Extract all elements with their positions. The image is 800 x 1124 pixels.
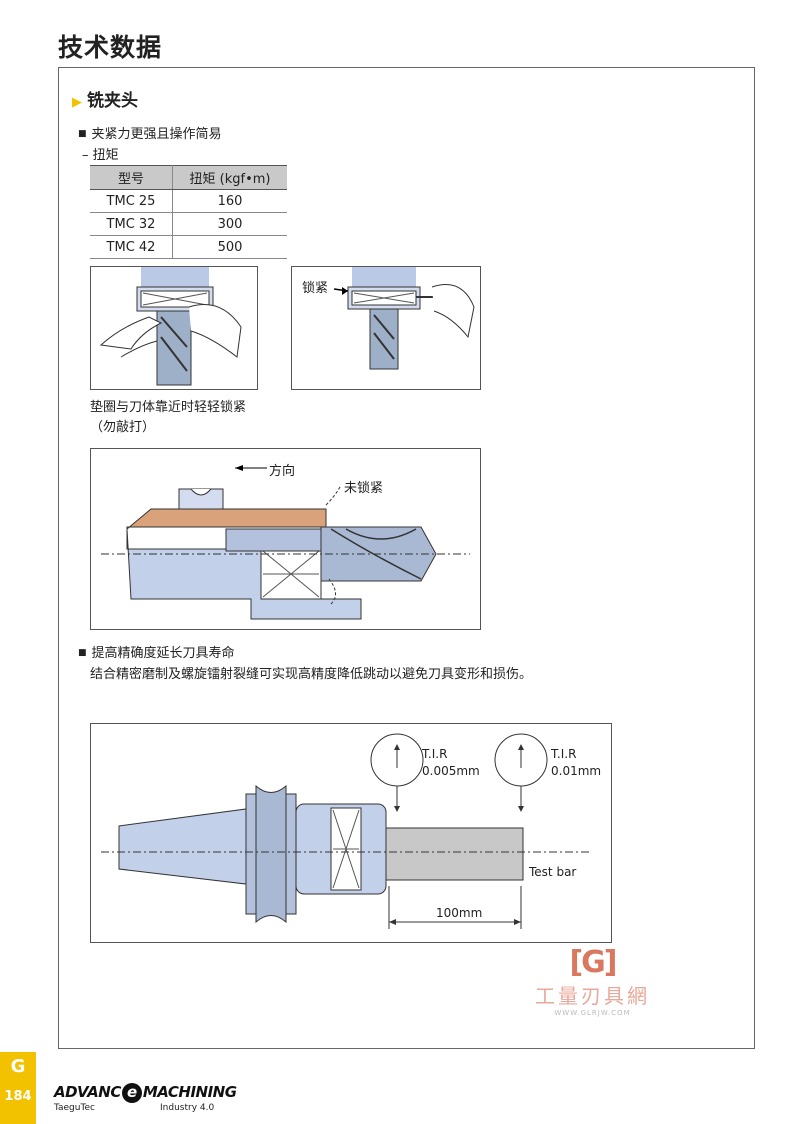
cross-section-illustration — [101, 465, 470, 620]
table-cell: 300 — [172, 212, 287, 236]
lock-label: 锁紧 — [302, 281, 329, 296]
dimension-label: 100mm — [436, 906, 483, 920]
not-locked-label: 未锁紧 — [344, 481, 384, 496]
tir-value-2: 0.01mm — [551, 764, 602, 778]
test-bar-label: Test bar — [529, 865, 577, 879]
precision-description: 结合精密磨制及螺旋镭射裂缝可实现高精度降低跳动以避免刀具变形和损伤。 — [90, 667, 533, 682]
sub-torque: – 扭矩 — [82, 148, 119, 163]
watermark: [G] 工量刃具網 WWW.GLRJW.COM — [535, 945, 650, 1017]
watermark-url: WWW.GLRJW.COM — [554, 1009, 631, 1017]
caption-line2: （勿敲打） — [90, 420, 156, 435]
bullet-precision-text: 提高精确度延长刀具寿命 — [91, 646, 235, 661]
table-cell: 160 — [172, 189, 287, 213]
brand-text-pre: ADVANC — [54, 1083, 121, 1101]
lock-illustration — [333, 267, 475, 370]
caption-line1: 垫圈与刀体靠近时轻轻锁紧 — [90, 400, 247, 415]
square-bullet-icon: ■ — [78, 129, 87, 139]
bullet-clamping-text: 夹紧力更强且操作简易 — [91, 127, 222, 142]
page-number: 184 — [4, 1089, 32, 1104]
table-cell: 500 — [172, 235, 287, 259]
hand-tightening-illustration — [99, 267, 242, 386]
figure-tir: T.I.R 0.005mm T.I.R 0.01mm Test bar 100m… — [90, 723, 612, 943]
square-bullet-icon: ■ — [78, 648, 87, 658]
direction-label: 方向 — [269, 464, 296, 479]
brand-e-icon: e — [121, 1083, 142, 1103]
table-header: 扭矩 (kgf•m) — [172, 165, 287, 190]
page-title: 技术数据 — [58, 33, 163, 62]
brand-subtitle-left: TaeguTec — [54, 1103, 95, 1113]
figure-cross-section: 方向 未锁紧 — [90, 448, 481, 630]
chapter-tab: G 184 — [0, 1052, 36, 1124]
table-header: 型号 — [90, 165, 173, 190]
tir-label-1: T.I.R — [422, 747, 448, 761]
bullet-clamping: ■ 夹紧力更强且操作简易 — [78, 123, 222, 142]
brand-text-post: MACHINING — [142, 1083, 237, 1101]
section-title: ▶ 铣夹头 — [72, 86, 138, 111]
chapter-letter: G — [10, 1056, 26, 1077]
section-title-text: 铣夹头 — [87, 91, 138, 111]
table-cell: TMC 25 — [90, 189, 173, 213]
table-cell: TMC 42 — [90, 235, 173, 259]
watermark-text: 工量刃具網 — [535, 984, 650, 1008]
content-frame — [58, 67, 755, 1049]
figure-hand-tightening — [90, 266, 258, 390]
watermark-logo-icon: [G] — [569, 945, 617, 980]
figure-lock: 锁紧 — [291, 266, 481, 390]
tir-illustration — [101, 733, 591, 929]
tir-value-1: 0.005mm — [422, 764, 480, 778]
bullet-precision: ■ 提高精确度延长刀具寿命 — [78, 642, 235, 661]
triangle-bullet-icon: ▶ — [72, 95, 82, 110]
table-cell: TMC 32 — [90, 212, 173, 236]
brand-subtitle-right: Industry 4.0 — [160, 1103, 215, 1113]
table-header-row: 型号 扭矩 (kgf•m) — [90, 165, 287, 190]
tir-label-2: T.I.R — [551, 747, 577, 761]
